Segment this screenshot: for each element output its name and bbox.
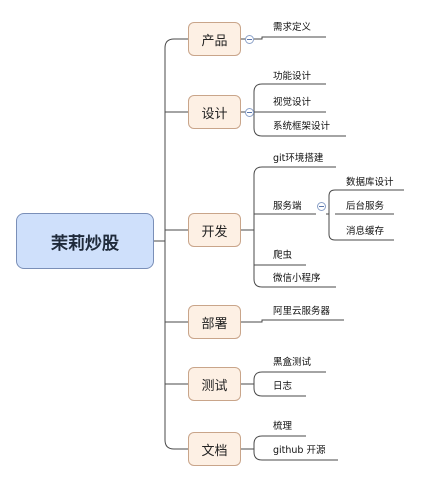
trunk-vertical (164, 38, 175, 450)
root-label: 茉莉炒股 (51, 233, 119, 254)
dev-branch (253, 166, 263, 288)
leaf-git-setup[interactable]: git环境搭建 (273, 153, 324, 164)
category-label: 开发 (201, 224, 228, 240)
design-branch (253, 83, 263, 137)
category-test[interactable]: 测试 (188, 367, 241, 401)
root-node[interactable]: 茉莉炒股 (16, 213, 154, 269)
leaf-aliyun-server[interactable]: 阿里云服务器 (273, 306, 331, 317)
leaf-server[interactable]: 服务端 (273, 201, 302, 212)
category-dev[interactable]: 开发 (188, 213, 241, 247)
category-product[interactable]: 产品 (188, 22, 241, 56)
collapse-toggle-icon[interactable] (245, 108, 254, 117)
test-branch (253, 371, 263, 397)
leaf-database-design[interactable]: 数据库设计 (346, 177, 394, 188)
category-label: 文档 (201, 443, 228, 459)
category-deploy[interactable]: 部署 (188, 305, 241, 339)
leaf-feature-design[interactable]: 功能设计 (273, 71, 312, 82)
leaf-logs[interactable]: 日志 (273, 381, 293, 392)
server-branch (328, 189, 336, 241)
category-label: 产品 (201, 33, 228, 49)
leaf-organize[interactable]: 梳理 (273, 421, 293, 432)
category-design[interactable]: 设计 (188, 95, 241, 129)
leaf-blackbox-testing[interactable]: 黑盒测试 (273, 357, 312, 368)
category-docs[interactable]: 文档 (188, 432, 241, 466)
leaf-visual-design[interactable]: 视觉设计 (273, 97, 312, 108)
collapse-toggle-icon[interactable] (317, 202, 326, 211)
leaf-backend-service[interactable]: 后台服务 (346, 201, 385, 212)
leaf-crawler[interactable]: 爬虫 (273, 250, 293, 261)
leaf-requirements[interactable]: 需求定义 (273, 22, 312, 33)
leaf-message-cache[interactable]: 消息缓存 (346, 226, 385, 237)
docs-branch (253, 435, 263, 461)
leaf-github-opensource[interactable]: github 开源 (273, 445, 326, 456)
category-label: 测试 (201, 378, 228, 394)
leaf-architecture-design[interactable]: 系统框架设计 (273, 121, 331, 132)
category-label: 设计 (201, 106, 228, 122)
category-label: 部署 (201, 316, 228, 332)
collapse-toggle-icon[interactable] (245, 35, 254, 44)
leaf-wechat-miniprogram[interactable]: 微信小程序 (273, 273, 321, 284)
